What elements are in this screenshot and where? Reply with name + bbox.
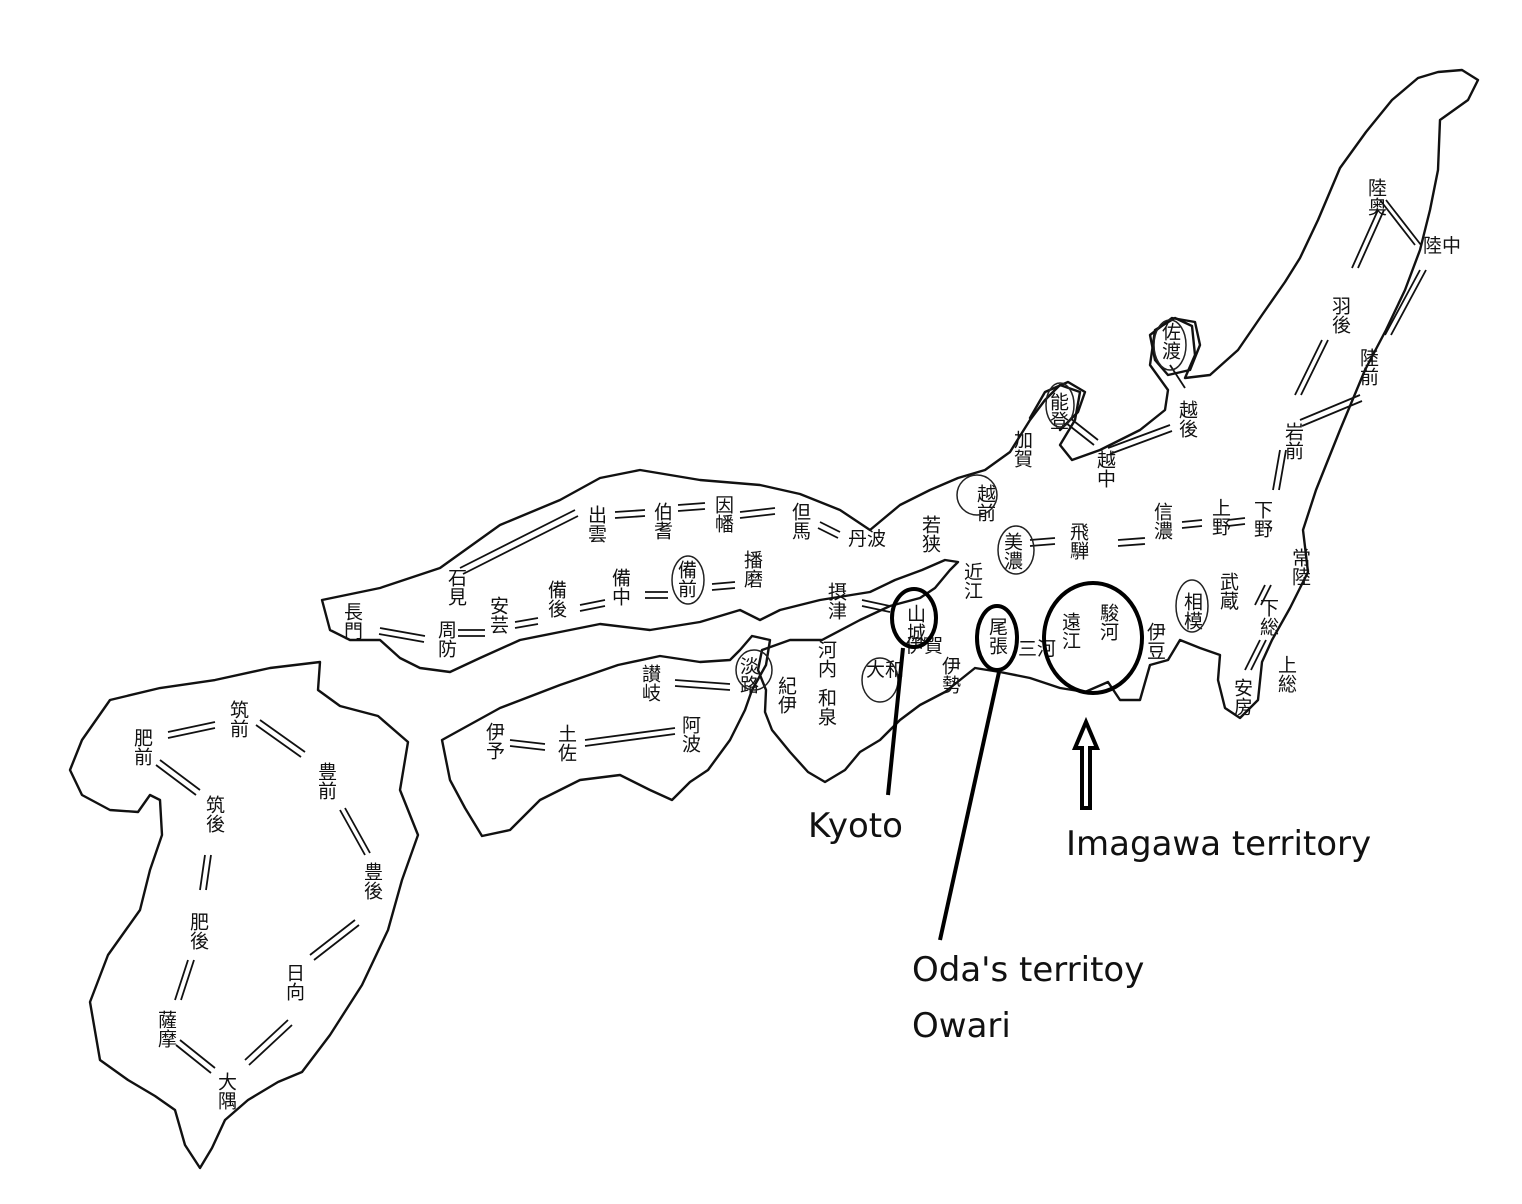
province-kawachi: 河内 [815, 640, 837, 678]
province-settsu: 摂津 [825, 582, 847, 620]
province-kozuke: 上野 [1209, 498, 1231, 536]
province-iyo: 伊予 [483, 722, 505, 760]
province-musashi: 武蔵 [1217, 572, 1239, 610]
province-rings [671, 319, 1209, 703]
province-awa-bo: 安房 [1231, 678, 1253, 716]
province-harima: 播磨 [741, 550, 763, 588]
province-hoki: 伯耆 [651, 502, 673, 540]
province-ecchu: 越中 [1094, 450, 1116, 488]
province-inaba: 因幡 [712, 495, 734, 533]
province-hida: 飛騨 [1067, 522, 1089, 561]
province-kazusa: 上総 [1275, 655, 1297, 693]
owari-label: Owari [912, 1006, 1011, 1046]
province-sado: 佐渡 [1159, 322, 1181, 360]
province-mikawa: 三河 [1018, 638, 1056, 660]
province-labels: 陸奥 陸中 羽後 陸前 岩前 佐渡 越後 能登 加賀 越中 越前 若狭 飛騨 信… [131, 178, 1461, 1110]
road-network [155, 199, 1427, 1074]
province-tajima: 但馬 [789, 502, 811, 540]
province-suo: 周防 [435, 620, 457, 658]
province-aki: 安芸 [487, 596, 509, 635]
owari-pointer [938, 671, 1001, 941]
province-satsuma: 薩摩 [155, 1010, 177, 1049]
kyoto-circle [890, 587, 938, 649]
sado-coastline [1148, 316, 1202, 377]
province-chikuzen: 筑前 [227, 700, 249, 738]
province-echizen: 越前 [974, 484, 996, 522]
honshu-coastline [320, 68, 1480, 784]
province-tosa: 土佐 [555, 724, 577, 762]
province-totomi: 遠江 [1059, 612, 1081, 650]
imagawa-circle [1042, 581, 1144, 695]
province-shimousa: 下総 [1257, 598, 1279, 636]
oda-territory-label: Oda's territoy [912, 950, 1145, 990]
kyoto-pointer [886, 647, 905, 796]
province-osumi: 大隅 [215, 1072, 237, 1110]
province-iwashiro: 岩前 [1282, 422, 1304, 460]
annotations [886, 581, 1144, 941]
kyoto-label: Kyoto [808, 806, 903, 846]
province-izu: 伊豆 [1144, 622, 1166, 660]
province-shinano: 信濃 [1151, 502, 1173, 540]
province-echigo: 越後 [1176, 400, 1198, 438]
province-wakasa: 若狭 [919, 515, 941, 553]
province-chikugo: 筑後 [203, 795, 225, 833]
noto-coastline [1028, 380, 1087, 432]
province-hizen: 肥前 [131, 728, 153, 766]
imagawa-territory-label: Imagawa territory [1066, 824, 1372, 864]
province-tamba: 丹波 [848, 528, 886, 550]
province-buzen: 豊前 [315, 762, 337, 800]
province-iwami: 石見 [445, 568, 467, 606]
province-rikuchu: 陸中 [1423, 235, 1461, 257]
province-hitachi: 常陸 [1289, 548, 1311, 586]
province-mino: 美濃 [1001, 532, 1023, 570]
province-omi: 近江 [961, 562, 983, 600]
province-bitchu: 備中 [609, 568, 631, 606]
province-higo: 肥後 [187, 912, 209, 950]
province-shimotsuke: 下野 [1251, 500, 1273, 538]
province-yamashiro: 山城 [904, 604, 926, 642]
province-bungo: 豊後 [361, 862, 383, 900]
province-sagami: 相模 [1181, 592, 1203, 630]
province-kii: 紀伊 [775, 676, 797, 714]
province-nagato: 長門 [341, 602, 363, 640]
province-noto: 能登 [1047, 392, 1069, 430]
province-bingo: 備後 [545, 580, 567, 618]
province-sanuki: 讃岐 [639, 664, 661, 702]
province-mutsu: 陸奥 [1365, 178, 1387, 216]
shikoku-coastline [440, 634, 772, 838]
province-bizen: 備前 [675, 560, 697, 598]
province-awa: 阿波 [679, 715, 701, 753]
kyushu-coastline [68, 660, 420, 1170]
province-suruga: 駿河 [1097, 603, 1119, 641]
province-owari: 尾張 [986, 617, 1008, 655]
owari-circle [975, 604, 1019, 672]
province-rikuzen: 陸前 [1357, 348, 1379, 386]
province-uzen: 羽後 [1329, 296, 1351, 334]
province-yamato: 大和 [866, 659, 904, 681]
province-kaga: 加賀 [1011, 430, 1033, 468]
province-ise: 伊勢 [939, 656, 961, 694]
province-izumo: 出雲 [585, 505, 607, 543]
imagawa-arrow [1071, 716, 1101, 810]
province-izumi: 和泉 [815, 688, 837, 726]
province-hyuga: 日向 [283, 963, 305, 1001]
